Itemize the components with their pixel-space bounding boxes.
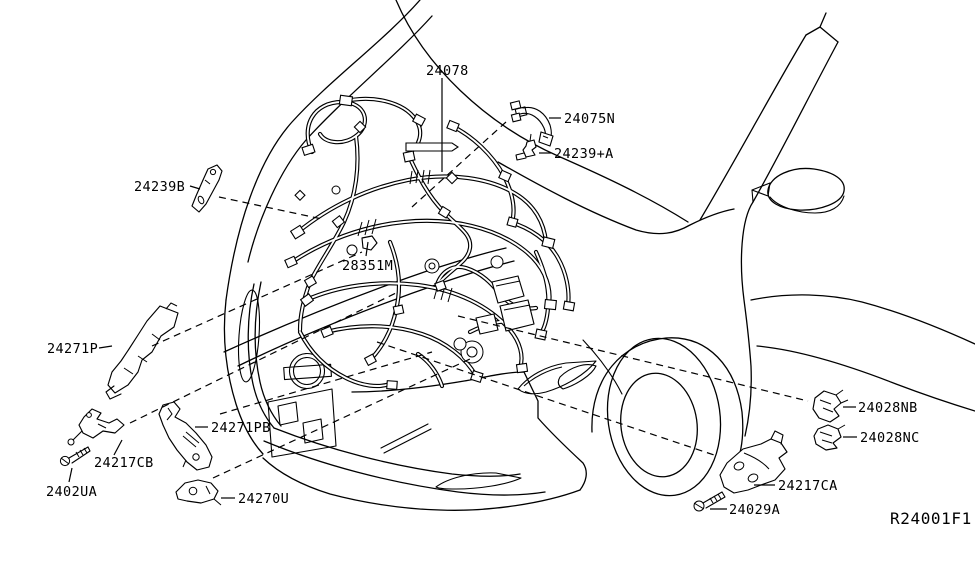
door-crease-sliver [557, 364, 597, 390]
figure-reference-code: R24001F1 [890, 509, 972, 528]
callout-24029a[interactable]: 24029A [729, 502, 780, 518]
bumper-mid-line [263, 440, 546, 496]
front-tire [606, 337, 722, 497]
front-wheel-rim [620, 372, 698, 478]
callout-24271p[interactable]: 24271P [47, 341, 98, 357]
callout-24270u[interactable]: 24270U [238, 491, 289, 507]
part-24028nb-clip [812, 389, 849, 423]
headlight-sliver [517, 360, 597, 395]
loose-parts [59, 100, 849, 512]
callout-24078[interactable]: 24078 [426, 63, 469, 79]
side-mirror-underside [769, 195, 845, 214]
a-pillar-right [752, 41, 839, 203]
part-callouts: 24078 24075N 24239+A 24239B 28351M 24271… [46, 63, 972, 528]
belt-line [750, 294, 975, 345]
headlight-inner-line [523, 366, 563, 387]
fender-corner-seam [582, 339, 623, 395]
harness-connectors [284, 94, 576, 390]
rocker-line [756, 345, 975, 412]
side-mirror [767, 167, 845, 211]
harness-grommets [331, 185, 504, 364]
hood-left-edge [225, 0, 421, 301]
callout-24239b[interactable]: 24239B [134, 179, 185, 195]
callout-24239-a[interactable]: 24239+A [554, 146, 614, 162]
harness-clips [294, 120, 459, 202]
cowl-fender-line [497, 161, 735, 235]
hood-shutline-a [223, 247, 507, 353]
callout-2402ua[interactable]: 2402UA [46, 484, 97, 500]
dashed-locator-lines [129, 121, 809, 479]
harness-bracket-bar [405, 142, 459, 152]
callout-24217cb[interactable]: 24217CB [94, 455, 154, 471]
nissan-emblem [283, 352, 332, 390]
vehicle-outline [225, 0, 975, 497]
fog-sliver [435, 472, 522, 490]
part-28351m-connector [361, 235, 378, 251]
part-2402ua-bolt [59, 446, 91, 467]
harness-junction-boxes [475, 275, 535, 335]
a-pillar-top [805, 12, 839, 43]
bumper-accent-lines [380, 423, 432, 454]
part-24271pb-protector [158, 401, 213, 471]
bumper-bottom-line [262, 457, 581, 511]
wheel-arch [591, 337, 744, 469]
callout-28351m[interactable]: 28351M [342, 258, 393, 274]
a-pillar-left [699, 34, 807, 221]
door-seam [740, 201, 754, 437]
bumper-right-contour [351, 371, 587, 491]
part-24028nc-clip [813, 424, 846, 451]
part-24270u-bracket [175, 479, 222, 506]
headlamp-side-oval [237, 289, 261, 383]
corrugation-ticks [357, 169, 453, 303]
part-24271p-protector [105, 302, 179, 400]
mirror-mount [751, 182, 771, 203]
callout-24271pb[interactable]: 24271PB [211, 420, 271, 436]
hood-rear-edge [395, 0, 689, 223]
engine-harness-drawing [284, 94, 576, 390]
callout-24028nb[interactable]: 24028NB [858, 400, 918, 416]
part-24075n-subharness [509, 100, 554, 147]
bumper-top-line [273, 427, 521, 477]
front-fascia [223, 247, 597, 511]
callout-24217ca[interactable]: 24217CA [778, 478, 838, 494]
leader-lines [68, 78, 857, 510]
part-24029a-bolt [693, 491, 726, 512]
hood-shutline-b [237, 260, 515, 367]
fender-front-edge [223, 299, 264, 455]
part-24239b-bracket [191, 164, 223, 213]
callout-24075n[interactable]: 24075N [564, 111, 615, 127]
grille-left-edge-inner [254, 281, 282, 427]
part-24239a-bracket [515, 133, 537, 161]
part-24217ca-bracket [719, 430, 788, 494]
callout-24028nc[interactable]: 24028NC [860, 430, 920, 446]
grille-left-edge-outer [247, 283, 275, 429]
part-24217cb-bracket [67, 408, 125, 446]
